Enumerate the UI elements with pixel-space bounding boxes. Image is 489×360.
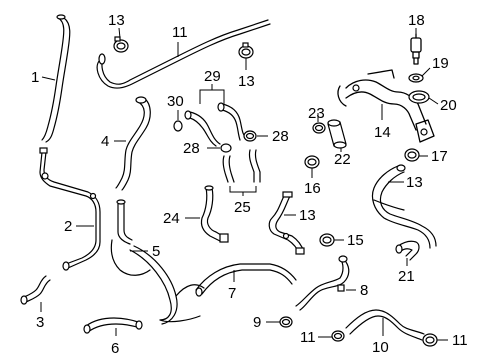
part-3-hose: [20, 275, 51, 305]
callout-22: 20: [440, 97, 457, 114]
leader-29-bracket: [199, 89, 225, 104]
callout-24: 22: [334, 151, 351, 168]
part-13-clamp-a: [113, 36, 129, 53]
leader-27-bracket: [229, 186, 257, 193]
leader-22: [428, 97, 439, 105]
part-19-oring: [404, 148, 420, 162]
callout-8: 8: [360, 282, 368, 299]
part-13-clamp-b: [238, 42, 254, 59]
part-6-hose: [83, 317, 143, 334]
part-22-oring: [408, 90, 430, 104]
part-26-hose: [200, 185, 229, 243]
callout-9: 9: [253, 314, 261, 331]
callout-1: 1: [31, 69, 39, 86]
callout-27: 25: [234, 199, 251, 216]
callout-11a: 11: [300, 329, 316, 346]
callout-26: 24: [163, 210, 180, 227]
callout-23: 21: [398, 268, 415, 285]
part-9-clamp: [279, 316, 293, 328]
callout-16: 14: [374, 124, 391, 141]
part-1-hose: [41, 14, 71, 143]
part-10-hose: [345, 309, 425, 341]
part-7-hose: [195, 263, 297, 297]
part-15-hose: [371, 164, 437, 249]
part-18-oring: [304, 155, 320, 169]
part-20-sensor: [410, 33, 422, 65]
part-24-hose: [327, 119, 347, 149]
part-29-hoses: [184, 102, 247, 147]
part-12-pipe: [96, 19, 271, 89]
part-11-clamp-b: [422, 333, 438, 347]
callout-18: 16: [304, 180, 321, 197]
callout-29: 29: [204, 68, 221, 85]
callout-12: 11: [172, 24, 188, 41]
callout-3: 3: [36, 314, 44, 331]
part-30-clamp: [173, 120, 183, 132]
callout-13b: 13: [238, 73, 255, 90]
part-8-hose: [295, 255, 350, 311]
callout-7: 7: [228, 285, 236, 302]
leader-1: [41, 76, 56, 81]
callout-28b: 28: [272, 128, 289, 145]
callout-11b: 11: [452, 332, 468, 349]
part-14-pipe: [268, 191, 305, 255]
callout-20: 18: [408, 12, 425, 29]
callout-14: 13: [299, 207, 316, 224]
leader-21: [421, 67, 431, 77]
part-23-hose: [395, 240, 420, 261]
callout-4: 4: [101, 133, 109, 150]
callout-21: 19: [432, 55, 449, 72]
callout-13a: 13: [108, 12, 125, 29]
part-17-oring: [319, 233, 335, 247]
part-5-pipe: [110, 199, 151, 276]
callout-25: 23: [308, 105, 325, 122]
callout-30: 30: [167, 93, 184, 110]
part-28-clamp-a: [220, 143, 232, 153]
callout-10: 10: [372, 339, 389, 356]
part-2-pipe: [39, 147, 101, 271]
callout-15: 13: [406, 174, 423, 191]
part-21-washer: [408, 73, 424, 83]
part-4-hose: [115, 96, 151, 191]
callout-5: 5: [152, 243, 160, 260]
callout-17: 15: [347, 232, 364, 249]
leader-13a: [118, 27, 121, 39]
callout-6: 6: [111, 340, 119, 357]
part-28-clamp-b: [243, 130, 257, 142]
callout-2: 2: [64, 218, 72, 235]
callout-19: 17: [431, 148, 448, 165]
part-27-hoses: [222, 149, 261, 183]
part-25-clamp: [312, 122, 326, 134]
part-hose-s-bend: [129, 245, 205, 325]
callout-28a: 28: [183, 140, 200, 157]
part-11-clamp-a: [331, 330, 345, 342]
